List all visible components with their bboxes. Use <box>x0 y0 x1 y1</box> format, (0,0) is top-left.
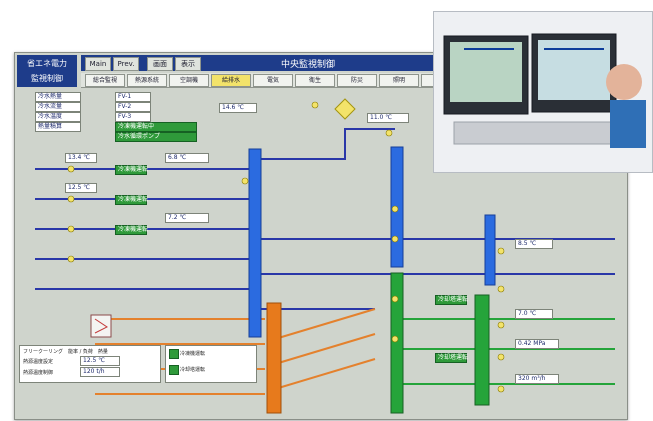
blue-header-far <box>484 214 496 286</box>
legend-row2-value: 120 t/h <box>80 367 120 377</box>
valve-4 <box>67 255 75 263</box>
valve-5 <box>241 177 249 185</box>
green-header-right <box>474 294 490 406</box>
status-tower-indicator <box>169 365 179 375</box>
tag-row-2: 冷水流量 <box>35 102 81 112</box>
valve-10 <box>497 321 505 329</box>
pipe-blue-6 <box>255 128 395 160</box>
fv1-value: FV-1 <box>115 92 151 102</box>
valve-12 <box>497 385 505 393</box>
status-chiller-indicator <box>169 349 179 359</box>
green-header-mid <box>390 272 404 414</box>
valve-6 <box>311 101 319 109</box>
tab-lighting[interactable]: 照明 <box>379 74 419 87</box>
tab-heat-source[interactable]: 熱源系統 <box>127 74 167 87</box>
valve-7 <box>385 129 393 137</box>
status-tower-label: 冷却塔運転 <box>180 367 206 373</box>
valve-2 <box>67 195 75 203</box>
three-way-valve <box>334 98 356 120</box>
readout-flow: 320 m³/h <box>515 374 559 384</box>
valve-13 <box>391 205 399 213</box>
orange-header <box>266 302 282 414</box>
tab-fire-protection[interactable]: 防災 <box>337 74 377 87</box>
app-logo: 省エネ電力 監視制御 <box>17 55 77 87</box>
pump-button-4[interactable]: 冷却塔運転 <box>435 295 468 305</box>
readout-right-low: 7.0 ℃ <box>515 309 553 319</box>
logo-line1: 省エネ電力 <box>27 59 67 68</box>
valve-8 <box>497 247 505 255</box>
pipe-orange-7 <box>274 358 376 390</box>
pipe-orange-5 <box>274 308 376 340</box>
readout-pressure: 0.42 MPa <box>515 339 559 349</box>
tab-water-supply[interactable]: 給排水 <box>211 74 251 87</box>
tag-row-4: 熱量積算 <box>35 122 81 132</box>
tab-overview[interactable]: 総合監視 <box>85 74 125 87</box>
pipe-schematic <box>35 98 615 414</box>
legend-title: フリークーリング 能率 / 負荷 熱量 <box>23 349 108 355</box>
valve-11 <box>497 353 505 361</box>
display-button[interactable]: 表示 <box>175 57 201 71</box>
valve-16 <box>391 335 399 343</box>
legend-row1-value: 12.5 ℃ <box>80 356 120 366</box>
pump-button-1[interactable]: 冷凍機運転 <box>115 165 148 175</box>
tab-air-conditioning[interactable]: 空調機 <box>169 74 209 87</box>
operator-at-workstation-image <box>434 12 652 172</box>
window-title: 中央監視制御 <box>281 60 336 70</box>
chiller-status: 冷凍機運転中 <box>115 122 197 132</box>
valve-3 <box>67 225 75 233</box>
tag-row-1: 冷水熱量 <box>35 92 81 102</box>
pump-button-5[interactable]: 冷却塔運転 <box>435 353 468 363</box>
pipe-orange-6 <box>274 333 376 365</box>
readout-right-mid: 8.5 ℃ <box>515 239 553 249</box>
logo-line2: 監視制御 <box>31 74 63 83</box>
hx-coil-1 <box>94 318 108 334</box>
operator-photo <box>433 11 653 173</box>
pump-button-3[interactable]: 冷凍機運転 <box>115 225 148 235</box>
tag-row-3: 冷水温度 <box>35 112 81 122</box>
readout-left-b: 12.5 ℃ <box>65 183 97 193</box>
blue-header-left <box>248 148 262 338</box>
pump-button-2[interactable]: 冷凍機運転 <box>115 195 148 205</box>
legend-row1-label: 熱源温度設定 <box>23 359 54 365</box>
valve-14 <box>391 235 399 243</box>
tab-electrical[interactable]: 電気 <box>253 74 293 87</box>
status-panel: 冷凍機運転 冷却塔運転 <box>165 345 257 383</box>
main-button[interactable]: Main <box>85 57 111 71</box>
legend-row2-label: 熱源温度制御 <box>23 370 54 376</box>
readout-left-d: 7.2 ℃ <box>165 213 209 223</box>
screen-button[interactable]: 画面 <box>147 57 173 71</box>
readout-right-top: 11.0 ℃ <box>367 113 409 123</box>
valve-15 <box>391 295 399 303</box>
readout-center-top: 14.6 ℃ <box>219 103 257 113</box>
tab-sanitary[interactable]: 衛生 <box>295 74 335 87</box>
process-diagram: 冷水熱量 冷水流量 冷水温度 熱量積算 FV-1 FV-2 FV-3 冷凍機運転… <box>15 89 627 419</box>
readout-left-c: 6.8 ℃ <box>165 153 209 163</box>
prev-button[interactable]: Prev. <box>113 57 139 71</box>
status-chiller-label: 冷凍機運転 <box>180 351 206 357</box>
valve-1 <box>67 165 75 173</box>
readout-left-a: 13.4 ℃ <box>65 153 97 163</box>
legend-panel: フリークーリング 能率 / 負荷 熱量 熱源温度設定 12.5 ℃ 熱源温度制御… <box>19 345 161 383</box>
valve-9 <box>497 285 505 293</box>
pump-status: 冷水循環ポンプ <box>115 132 197 142</box>
fv2-value: FV-2 <box>115 102 151 112</box>
heat-exchanger-1 <box>90 314 112 338</box>
fv3-value: FV-3 <box>115 112 151 122</box>
